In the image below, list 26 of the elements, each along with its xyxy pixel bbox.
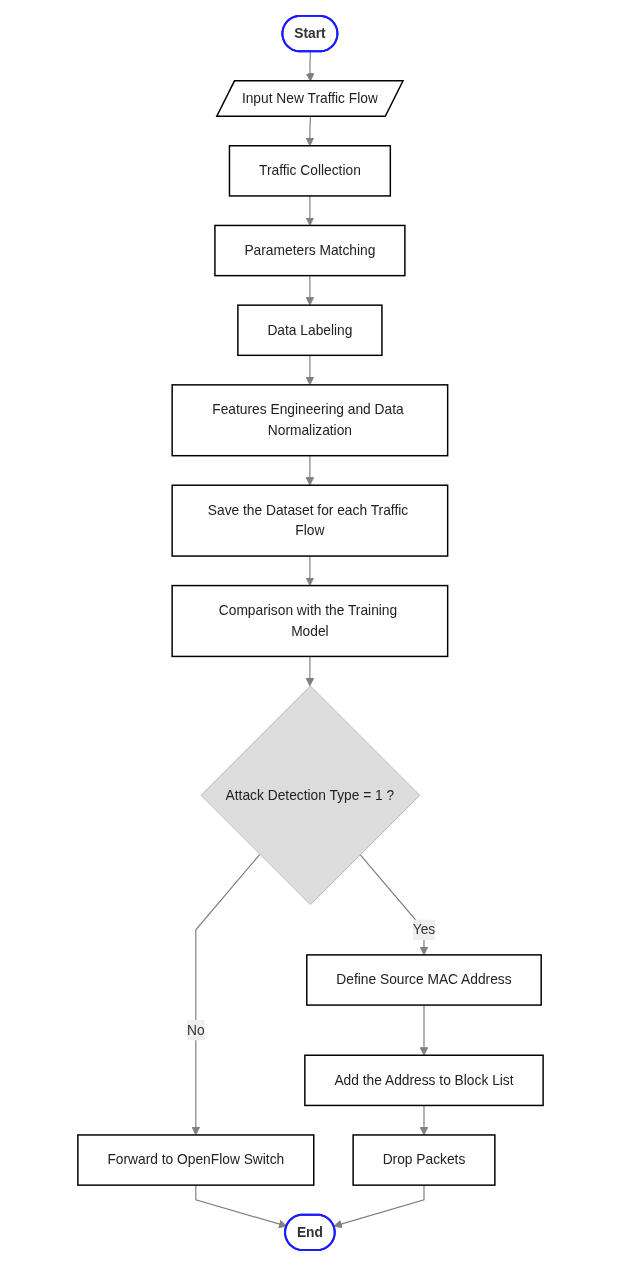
- node-box: Features Engineering and Data Normalization: [170, 384, 448, 457]
- node-diamond: Attack Detection Type = 1 ?: [200, 685, 420, 906]
- arrow: [305, 455, 314, 486]
- node-box: Comparison with the Training Model: [170, 584, 448, 658]
- node-box: Parameters Matching: [213, 224, 406, 277]
- arrow: [419, 1104, 428, 1136]
- node-box: Add the Address to Block List: [303, 1054, 544, 1107]
- edge-label: No: [186, 1021, 205, 1038]
- arrow: [194, 1184, 287, 1229]
- edge-label: Yes: [412, 921, 435, 938]
- arrow: [419, 1004, 428, 1056]
- node-box: Drop Packets: [351, 1134, 496, 1186]
- node-box: Forward to OpenFlow Switch: [76, 1134, 314, 1186]
- arrow: [305, 116, 314, 147]
- node-box: Define Source MAC Address: [305, 954, 542, 1006]
- arrow: [305, 555, 314, 586]
- arrow: [333, 1184, 425, 1229]
- arrow: [359, 853, 428, 956]
- arrow: [191, 853, 260, 1136]
- arrow: [305, 195, 314, 226]
- node-box: Save the Dataset for each Traffic Flow: [170, 484, 448, 557]
- arrow: [305, 275, 314, 306]
- node-box: Data Labeling: [236, 304, 383, 357]
- arrow: [305, 655, 314, 687]
- node-box: Traffic Collection: [228, 145, 391, 197]
- arrow: [305, 354, 314, 386]
